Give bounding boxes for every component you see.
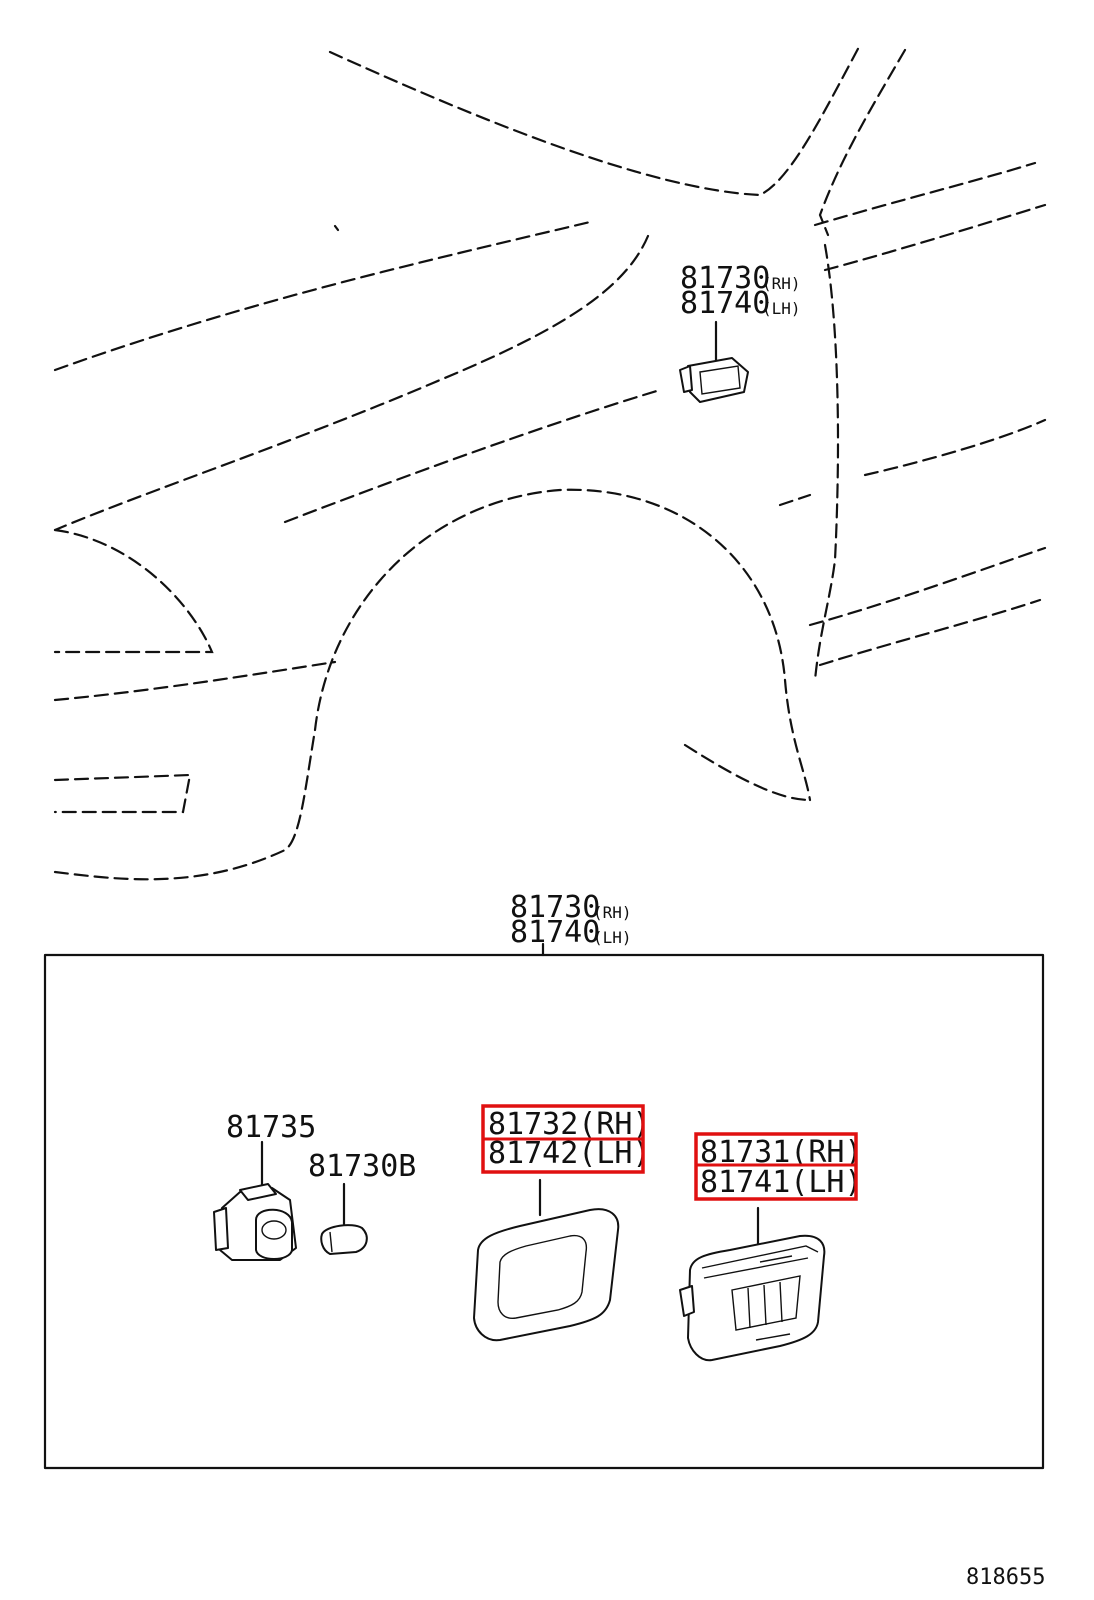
lamp-81731-81741: 81731(RH) 81741(LH): [679, 1132, 863, 1362]
car-body-outline: [53, 43, 1047, 881]
car-callout-number-rh: 81730: [680, 261, 770, 296]
car-callout-side-lh: (LH): [762, 299, 801, 318]
assembly-callout-side-lh: (LH): [593, 928, 632, 947]
lens-81732-81742: 81732(RH) 81742(LH): [473, 1104, 651, 1342]
lens-label-lh: 81742(LH): [488, 1136, 651, 1171]
assembly-callout-side-rh: (RH): [593, 903, 632, 922]
bulb-81730B: 81730B: [308, 1149, 416, 1255]
assembly-callout-number-rh: 81730: [510, 890, 600, 925]
car-callout-number-lh: 81740: [680, 286, 770, 321]
lens-label-rh: 81732(RH): [488, 1107, 651, 1142]
bulb-label: 81730B: [308, 1149, 416, 1184]
lamp-label-lh: 81741(LH): [700, 1165, 863, 1200]
fender-side-marker-lamp: [679, 320, 749, 403]
car-callout-side-rh: (RH): [762, 274, 801, 293]
assembly-callout-number-lh: 81740: [510, 915, 600, 950]
socket-label: 81735: [226, 1110, 316, 1145]
socket-81735: 81735: [213, 1110, 316, 1261]
assembly-frame: [43, 953, 1045, 1470]
diagram-code: 818655: [966, 1565, 1045, 1590]
car-callout-label: 81730 (RH) 81740 (LH): [680, 261, 801, 321]
assembly-callout-label: 81730 (RH) 81740 (LH): [510, 890, 632, 957]
